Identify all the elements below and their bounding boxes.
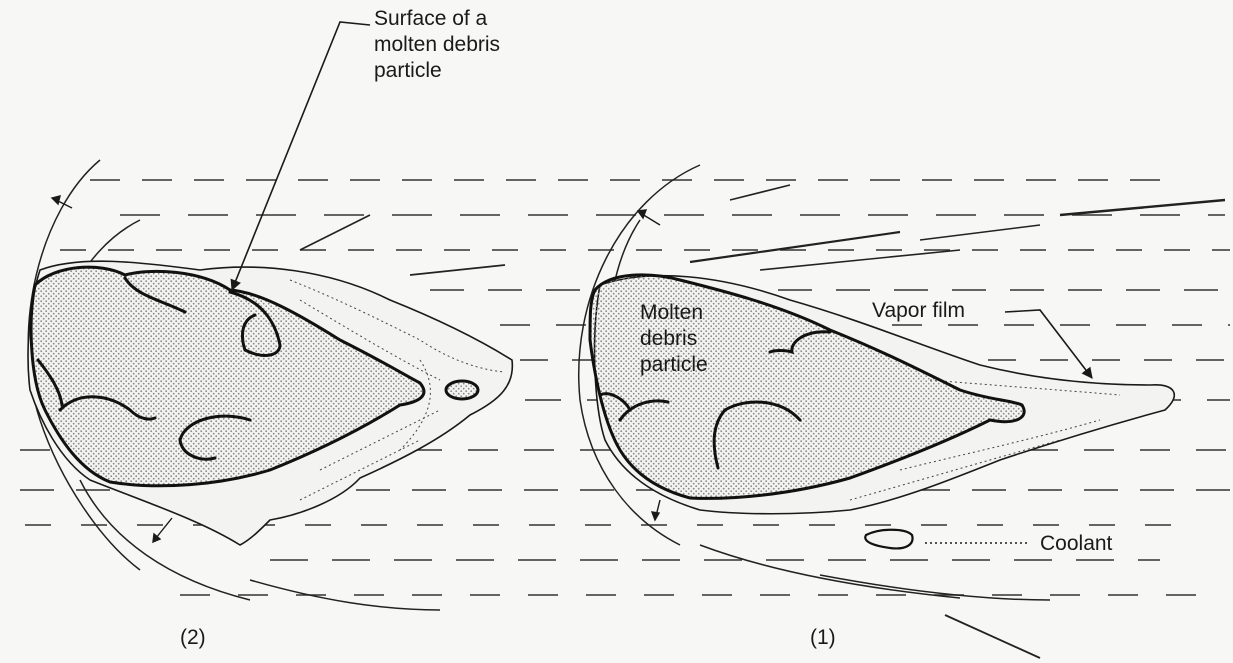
molten-particle-label: Molten debris particle — [640, 300, 708, 378]
panel-1-label: (1) — [810, 625, 836, 651]
coolant-label: Coolant — [1040, 531, 1112, 557]
surface-label: Surface of a molten debris particle — [374, 6, 500, 84]
panel-2-label: (2) — [180, 625, 206, 651]
detached-droplet-2 — [446, 381, 478, 399]
coolant-droplet — [865, 530, 912, 549]
vapor-film-label: Vapor film — [872, 298, 965, 324]
vapor-film-leader-line — [1005, 310, 1092, 378]
